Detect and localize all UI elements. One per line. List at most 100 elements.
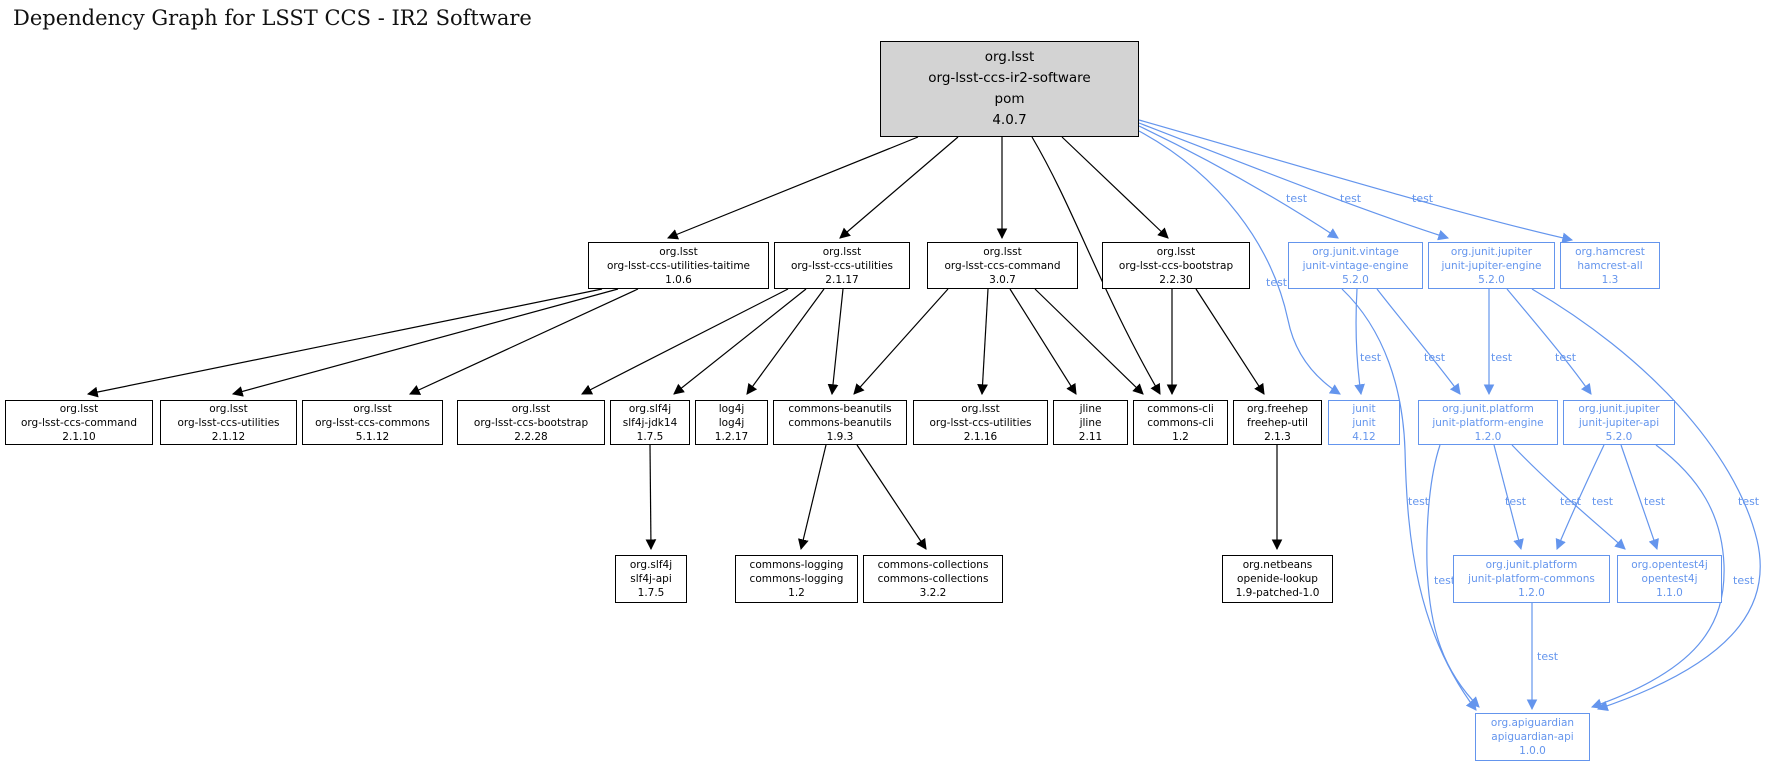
node-artifact: slf4j-api [630, 573, 672, 585]
node-group: org.junit.platform [1442, 402, 1534, 415]
graph-title: Dependency Graph for LSST CCS - IR2 Soft… [13, 6, 532, 30]
node-commons-cli: commons-cli commons-cli 1.2 [1133, 400, 1228, 445]
node-commons-logging: commons-logging commons-logging 1.2 [735, 555, 858, 603]
node-artifact: junit-jupiter-engine [1441, 259, 1542, 272]
edge-taitime-to-commons-5-1-12 [409, 288, 639, 395]
node-group: commons-cli [1147, 402, 1214, 415]
node-artifact: org-lsst-ccs-bootstrap [473, 416, 589, 429]
node-commons-collections: commons-collections commons-collections … [863, 555, 1003, 603]
node-artifact: org-lsst-ccs-utilities [929, 416, 1032, 429]
node-version: 5.2.0 [1605, 430, 1633, 443]
edge-jupiter-engine-to-apiguardian [1531, 288, 1761, 712]
edge-label-test: test [1424, 351, 1446, 364]
node-slf4j-jdk14: org.slf4j slf4j-jdk14 1.7.5 [610, 400, 690, 445]
edge-platform-engine-to-apiguardian [1426, 444, 1480, 708]
node-artifact: commons-logging [749, 573, 844, 585]
node-artifact: commons-beanutils [788, 416, 892, 429]
edge-label-test: test [1733, 574, 1755, 587]
node-org-lsst-ccs-commons: org.lsst org-lsst-ccs-commons 5.1.12 [302, 400, 443, 445]
node-artifact: org-lsst-ccs-utilities [177, 416, 280, 429]
node-version: 2.2.30 [1159, 273, 1193, 286]
node-version: 2.11 [1078, 430, 1103, 443]
node-artifact: opentest4j [1641, 573, 1698, 585]
node-version: 2.1.10 [62, 430, 96, 443]
node-version: 1.2 [788, 587, 805, 599]
node-artifact: log4j [718, 416, 745, 429]
node-group: org.lsst [59, 402, 99, 415]
node-commons-beanutils: commons-beanutils commons-beanutils 1.9.… [773, 400, 907, 445]
edge-jupiter-api-to-apiguardian [1590, 444, 1725, 709]
node-group: org.lsst [1156, 245, 1196, 258]
node-slf4j-api: org.slf4j slf4j-api 1.7.5 [615, 555, 687, 603]
node-group: org.freehep [1246, 402, 1309, 415]
edge-label-test: test [1340, 192, 1362, 205]
node-org-lsst-ccs-command-2-1-10: org.lsst org-lsst-ccs-command 2.1.10 [5, 400, 153, 445]
node-version: 1.7.5 [636, 430, 664, 443]
node-artifact: slf4j-jdk14 [622, 416, 678, 429]
edge-label-test: test [1412, 192, 1434, 205]
node-artifact: org-lsst-ccs-bootstrap [1118, 259, 1234, 272]
edge-label-test: test [1286, 192, 1308, 205]
edge-label-test: test [1555, 351, 1577, 364]
node-packaging: pom [994, 91, 1025, 107]
edge-platform-engine-to-platform-commons [1493, 444, 1524, 551]
node-group: junit [1352, 402, 1376, 415]
edge-taitime-to-command-2-1-10 [86, 288, 603, 398]
edge-label-test: test [1505, 495, 1527, 508]
node-group: org.slf4j [628, 402, 672, 415]
edge-label-test: test [1434, 574, 1456, 587]
node-org-lsst-ccs-utilities-2-1-16: org.lsst org-lsst-ccs-utilities 2.1.16 [913, 400, 1048, 445]
node-version: 1.3 [1601, 273, 1619, 286]
node-group: org.junit.jupiter [1578, 402, 1660, 415]
node-hamcrest-all: org.hamcrest hamcrest-all 1.3 [1560, 242, 1660, 289]
node-freehep-util: org.freehep freehep-util 2.1.3 [1233, 400, 1322, 445]
node-artifact: org-lsst-ccs-command [944, 259, 1061, 272]
node-version: 1.9.3 [826, 430, 854, 443]
node-log4j: log4j log4j 1.2.17 [695, 400, 768, 445]
node-jline: jline jline 2.11 [1053, 400, 1128, 445]
node-artifact: hamcrest-all [1577, 259, 1643, 272]
edge-utilities-2-1-17-to-bootstrap-2-2-28 [581, 288, 789, 395]
node-org-lsst-ccs-utilities-2-1-17: org.lsst org-lsst-ccs-utilities 2.1.17 [774, 242, 910, 289]
edge-vintage-engine-to-apiguardian [1341, 288, 1477, 711]
edge-command-3-0-7-to-beanutils [853, 288, 949, 395]
edge-root-to-jupiter-engine [1138, 122, 1450, 241]
node-version: 3.0.7 [989, 273, 1016, 286]
node-version: 1.0.6 [665, 273, 692, 286]
node-version: 5.1.12 [355, 430, 390, 443]
node-artifact: org-lsst-ccs-utilities-taitime [606, 259, 751, 272]
node-openide-lookup: org.netbeans openide-lookup 1.9-patched-… [1222, 555, 1333, 603]
edge-root-to-commons-cli [1031, 136, 1161, 395]
edge-label-test: test [1592, 495, 1614, 508]
node-group: org.junit.platform [1485, 559, 1578, 571]
edge-command-3-0-7-to-utilities-2-1-16 [977, 288, 989, 396]
edge-label-test: test [1491, 351, 1513, 364]
edge-platform-engine-to-opentest4j [1511, 444, 1626, 550]
edge-taitime-to-utilities-2-1-12 [231, 288, 619, 397]
edge-root-to-hamcrest-all [1138, 119, 1574, 244]
edge-root-to-bootstrap-2-2-30 [1061, 136, 1169, 239]
node-group: org.lsst [961, 402, 1000, 415]
node-group: org.lsst [659, 245, 698, 258]
node-version: 4.0.7 [992, 112, 1027, 128]
node-artifact: org-lsst-ccs-utilities [790, 259, 894, 272]
node-opentest4j: org.opentest4j opentest4j 1.1.0 [1617, 555, 1722, 603]
edge-label-test: test [1537, 650, 1559, 663]
node-group: org.lsst [983, 245, 1022, 258]
node-artifact: commons-cli [1147, 416, 1214, 429]
node-version: 5.2.0 [1342, 273, 1369, 286]
node-artifact: apiguardian-api [1491, 731, 1574, 743]
node-version: 1.0.0 [1519, 745, 1546, 757]
node-org-lsst-ccs-command-3-0-7: org.lsst org-lsst-ccs-command 3.0.7 [927, 242, 1078, 289]
edge-root-to-utilities-2-1-17 [839, 136, 959, 239]
node-artifact: junit-platform-engine [1432, 416, 1544, 429]
edge-utilities-2-1-17-to-slf4j-jdk14 [673, 288, 807, 395]
node-group: jline [1079, 402, 1102, 415]
node-version: 2.1.17 [825, 273, 859, 286]
node-version: 4.12 [1352, 430, 1376, 443]
node-apiguardian-api: org.apiguardian apiguardian-api 1.0.0 [1475, 713, 1590, 761]
node-version: 2.2.28 [514, 430, 548, 443]
node-group: org.netbeans [1242, 559, 1313, 571]
edge-bootstrap-2-2-30-to-freehep-util [1195, 288, 1265, 395]
